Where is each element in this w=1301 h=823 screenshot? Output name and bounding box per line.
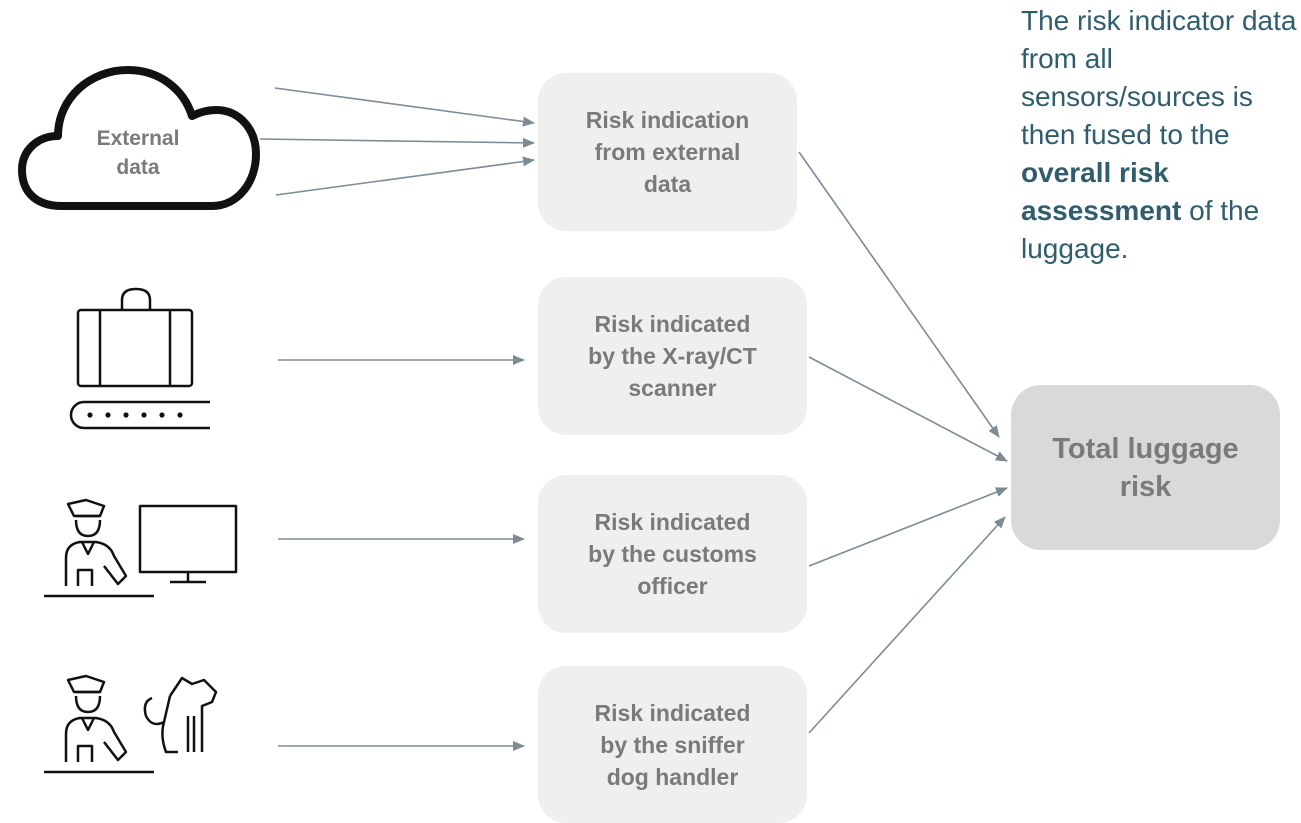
fusion-note-text-1: The risk indicator data from all sensors… (1021, 5, 1297, 150)
fusion-note: The risk indicator data from all sensors… (1021, 2, 1301, 268)
risk-box-scanner-label: Risk indicated by the X-ray/CT scanner (588, 311, 757, 401)
total-risk-box: Total luggage risk (1011, 385, 1280, 550)
risk-box-external-label: Risk indication from external data (585, 107, 750, 197)
risk-box-external: Risk indication from external data (538, 73, 797, 231)
risk-box-dog-handler: Risk indicated by the sniffer dog handle… (538, 666, 807, 823)
arrow-cloud-2 (259, 137, 535, 148)
fusion-note-text-2: of the luggage. (1021, 195, 1260, 264)
arrow-cloud-1 (274, 87, 535, 127)
arrow-box4-total (808, 516, 1006, 734)
risk-box-dog-handler-label: Risk indicated by the sniffer dog handle… (594, 699, 751, 790)
cloud-icon (18, 66, 260, 210)
arrow-box1-total (798, 151, 1000, 438)
risk-box-officer: Risk indicated by the customs officer (538, 475, 807, 633)
arrow-box2-total (808, 356, 1008, 462)
total-risk-label: Total luggage risk (1052, 432, 1239, 503)
arrow-box3-total (808, 487, 1008, 567)
luggage-scanner-icon (69, 287, 210, 430)
risk-box-officer-label: Risk indicated by the customs officer (588, 509, 757, 599)
fusion-note-bold: overall risk assessment (1021, 157, 1182, 226)
arrow-cloud-3 (275, 156, 535, 196)
officer-with-dog-icon (44, 674, 218, 774)
risk-box-scanner: Risk indicated by the X-ray/CT scanner (538, 277, 807, 435)
cloud-label: External data (96, 127, 180, 179)
customs-officer-computer-icon (44, 498, 238, 598)
